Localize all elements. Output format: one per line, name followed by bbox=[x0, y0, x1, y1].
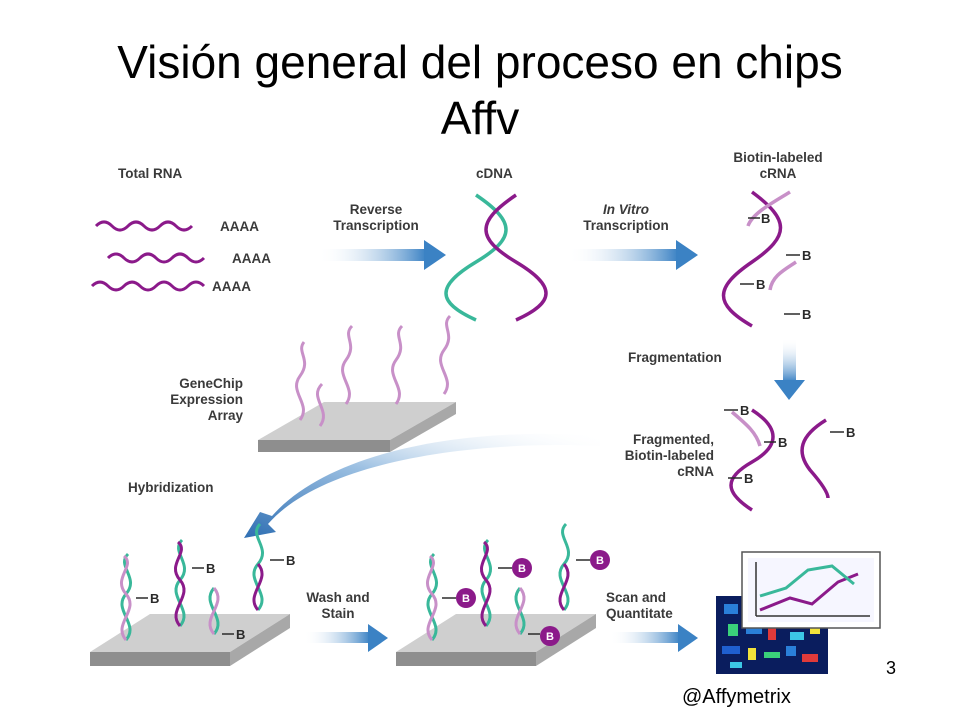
biotin-marker: B bbox=[744, 471, 753, 486]
total-rna-strands bbox=[90, 220, 206, 292]
arrow-hybridization bbox=[244, 433, 600, 538]
label-genechip-1: GeneChip bbox=[179, 376, 243, 391]
title-line-1: Visión general del proceso en chips bbox=[117, 36, 843, 88]
slide-title: Visión general del proceso en chips Affv bbox=[0, 34, 960, 146]
polya-tail-1: AAAA bbox=[220, 219, 259, 234]
genechip-array bbox=[258, 314, 456, 452]
biotin-marker: B bbox=[778, 435, 787, 450]
biotin-marker: B bbox=[206, 561, 215, 576]
fragment-biotin-labels bbox=[724, 409, 844, 479]
label-wash-2: Stain bbox=[321, 606, 354, 621]
label-in-vitro-2: Transcription bbox=[583, 218, 669, 233]
hybridized-array bbox=[90, 522, 290, 666]
polya-tail-3: AAAA bbox=[212, 279, 251, 294]
label-biotin-crna-1: Biotin-labeled bbox=[733, 150, 822, 165]
cdna-helix bbox=[444, 193, 548, 322]
arrow-fragmentation bbox=[774, 338, 805, 400]
image-credit: @Affymetrix bbox=[682, 686, 791, 708]
label-fragmented-3: cRNA bbox=[677, 464, 714, 479]
polya-tail-2: AAAA bbox=[232, 251, 271, 266]
label-reverse-2: Transcription bbox=[333, 218, 419, 233]
page-number: 3 bbox=[886, 658, 897, 678]
crna-strand bbox=[721, 190, 797, 328]
label-reverse-1: Reverse bbox=[350, 202, 403, 217]
biotin-marker: B bbox=[802, 307, 811, 322]
biotin-marker: B bbox=[846, 425, 855, 440]
label-wash-1: Wash and bbox=[306, 590, 369, 605]
biotin-stain-marker: B bbox=[518, 563, 526, 575]
label-biotin-crna-2: cRNA bbox=[760, 166, 797, 181]
biotin-marker: B bbox=[150, 591, 159, 606]
biotin-marker: B bbox=[761, 211, 770, 226]
label-fragmentation: Fragmentation bbox=[628, 350, 722, 365]
crna-biotin-labels bbox=[740, 217, 800, 315]
label-scan-1: Scan and bbox=[606, 590, 666, 605]
label-genechip-3: Array bbox=[208, 408, 244, 423]
biotin-stain-marker: B bbox=[462, 593, 470, 605]
result-line-chart bbox=[741, 551, 881, 629]
fragmented-crna bbox=[729, 408, 830, 512]
biotin-marker: B bbox=[286, 553, 295, 568]
label-fragmented-1: Fragmented, bbox=[633, 432, 714, 447]
label-hybridization: Hybridization bbox=[128, 480, 214, 495]
label-in-vitro-1: In Vitro bbox=[603, 202, 649, 217]
label-fragmented-2: Biotin-labeled bbox=[625, 448, 714, 463]
biotin-marker: B bbox=[740, 403, 749, 418]
label-scan-2: Quantitate bbox=[606, 606, 673, 621]
biotin-stain-marker: B bbox=[596, 555, 604, 567]
label-cdna: cDNA bbox=[476, 166, 513, 181]
arrow-in-vitro-transcription bbox=[568, 240, 698, 270]
biotin-stain-marker: B bbox=[546, 631, 554, 643]
stained-array bbox=[396, 522, 610, 666]
arrow-wash-stain bbox=[304, 624, 388, 652]
biotin-marker: B bbox=[236, 627, 245, 642]
title-line-2: Affv bbox=[440, 92, 520, 144]
label-genechip-2: Expression bbox=[170, 392, 243, 407]
biotin-marker: B bbox=[756, 277, 765, 292]
biotin-marker: B bbox=[802, 248, 811, 263]
arrow-scan-quantitate bbox=[610, 624, 698, 652]
arrow-reverse-transcription bbox=[318, 240, 446, 270]
label-total-rna: Total RNA bbox=[118, 166, 182, 181]
